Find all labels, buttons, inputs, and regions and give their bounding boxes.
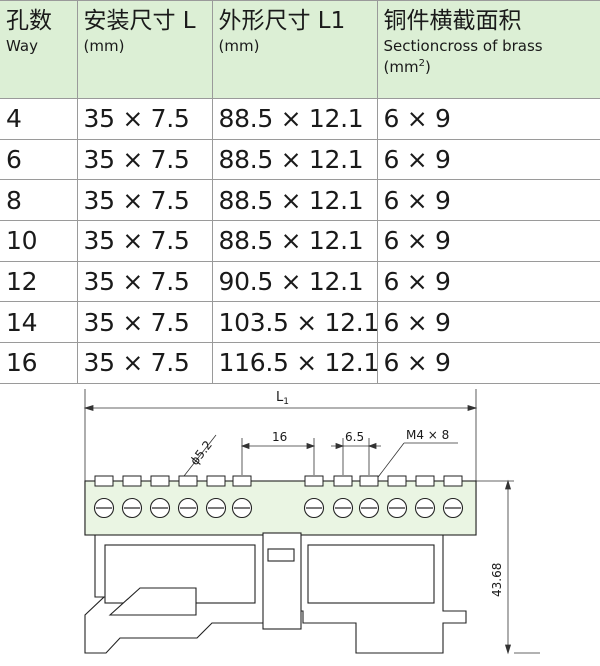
dim-screw-label: M4 × 8: [406, 428, 449, 442]
table-row: 8 35 × 7.5 88.5 × 12.1 6 × 9: [0, 179, 600, 222]
spec-table: 孔数 Way 安装尺寸 L (mm) 外形尺寸 L1 (mm) 铜件横截面积 S…: [0, 0, 600, 384]
header-install-size-cn: 安装尺寸 L: [83, 8, 196, 34]
dim-pitch: [331, 438, 381, 475]
table-row: 12 35 × 7.5 90.5 × 12.1 6 × 9: [0, 260, 600, 303]
header-install-size: 安装尺寸 L (mm): [76, 0, 213, 99]
cell-outline-size: 88.5 × 12.1: [211, 179, 378, 222]
screw-icon: [414, 475, 436, 519]
cell-way: 10: [0, 220, 78, 262]
screw-icon: [121, 475, 143, 519]
dim-overall-length: [83, 389, 478, 481]
cell-way: 16: [0, 342, 78, 384]
dim-gap: [240, 438, 316, 475]
screw-icon: [386, 475, 408, 519]
dim-overall-label: L1: [276, 390, 289, 407]
screw-row: [93, 475, 464, 519]
table-row: 14 35 × 7.5 103.5 × 12.1 6 × 9: [0, 301, 600, 344]
dim-height-label: 43.68: [490, 563, 504, 597]
cell-brass-section: 6 × 9: [376, 98, 600, 140]
screw-icon: [93, 475, 115, 519]
header-brass-section: 铜件横截面积 Sectioncross of brass (mm2): [376, 0, 600, 99]
cell-install-size: 35 × 7.5: [76, 301, 213, 344]
screw-icon: [231, 475, 253, 519]
cell-brass-section: 6 × 9: [376, 301, 600, 344]
cell-way: 12: [0, 260, 78, 303]
cell-install-size: 35 × 7.5: [76, 260, 213, 303]
cell-way: 4: [0, 98, 78, 140]
screw-icon: [177, 475, 199, 519]
dim-hole-label: ϕ5.2: [187, 438, 215, 468]
header-way-en: Way: [6, 37, 38, 55]
cell-outline-size: 88.5 × 12.1: [211, 138, 378, 181]
cell-way: 8: [0, 179, 78, 222]
table-row: 6 35 × 7.5 88.5 × 12.1 6 × 9: [0, 138, 600, 181]
header-way: 孔数 Way: [0, 0, 78, 99]
header-brass-section-unit: (mm2): [383, 58, 431, 76]
technical-drawing: L1 ϕ5.2 16 6.5 M4 × 8 43.68: [83, 389, 540, 655]
screw-icon: [358, 475, 380, 519]
cell-brass-section: 6 × 9: [376, 179, 600, 222]
screw-icon: [303, 475, 325, 519]
header-way-cn: 孔数: [6, 8, 52, 34]
cell-install-size: 35 × 7.5: [76, 98, 213, 140]
dim-pitch-label: 6.5: [345, 430, 364, 444]
terminal-block: [84, 480, 477, 654]
table-header-row: 孔数 Way 安装尺寸 L (mm) 外形尺寸 L1 (mm) 铜件横截面积 S…: [0, 0, 600, 99]
header-install-size-en: (mm): [83, 37, 125, 55]
screw-icon: [149, 475, 171, 519]
screw-icon: [442, 475, 464, 519]
dim-gap-label: 16: [272, 430, 287, 444]
cell-brass-section: 6 × 9: [376, 220, 600, 262]
header-outline-size-cn: 外形尺寸 L1: [218, 8, 346, 34]
header-brass-section-en: Sectioncross of brass: [383, 37, 543, 55]
cell-outline-size: 88.5 × 12.1: [211, 98, 378, 140]
cell-outline-size: 103.5 × 12.1: [211, 301, 379, 344]
cell-way: 14: [0, 301, 78, 344]
cell-brass-section: 6 × 9: [376, 138, 600, 181]
header-outline-size: 外形尺寸 L1 (mm): [211, 0, 378, 99]
header-outline-size-en: (mm): [218, 37, 260, 55]
cell-outline-size: 90.5 × 12.1: [211, 260, 378, 303]
cell-outline-size: 116.5 × 12.1: [211, 342, 379, 384]
cell-brass-section: 6 × 9: [376, 260, 600, 303]
table-row: 4 35 × 7.5 88.5 × 12.1 6 × 9: [0, 98, 600, 140]
cell-way: 6: [0, 138, 78, 181]
screw-icon: [332, 475, 354, 519]
cell-install-size: 35 × 7.5: [76, 179, 213, 222]
cell-install-size: 35 × 7.5: [76, 220, 213, 262]
table-row: 10 35 × 7.5 88.5 × 12.1 6 × 9: [0, 220, 600, 262]
cell-outline-size: 88.5 × 12.1: [211, 220, 378, 262]
table-row: 16 35 × 7.5 116.5 × 12.1 6 × 9: [0, 342, 600, 384]
cell-install-size: 35 × 7.5: [76, 342, 213, 384]
header-brass-section-cn: 铜件横截面积: [383, 8, 522, 34]
cell-brass-section: 6 × 9: [376, 342, 600, 384]
screw-icon: [205, 475, 227, 519]
cell-install-size: 35 × 7.5: [76, 138, 213, 181]
